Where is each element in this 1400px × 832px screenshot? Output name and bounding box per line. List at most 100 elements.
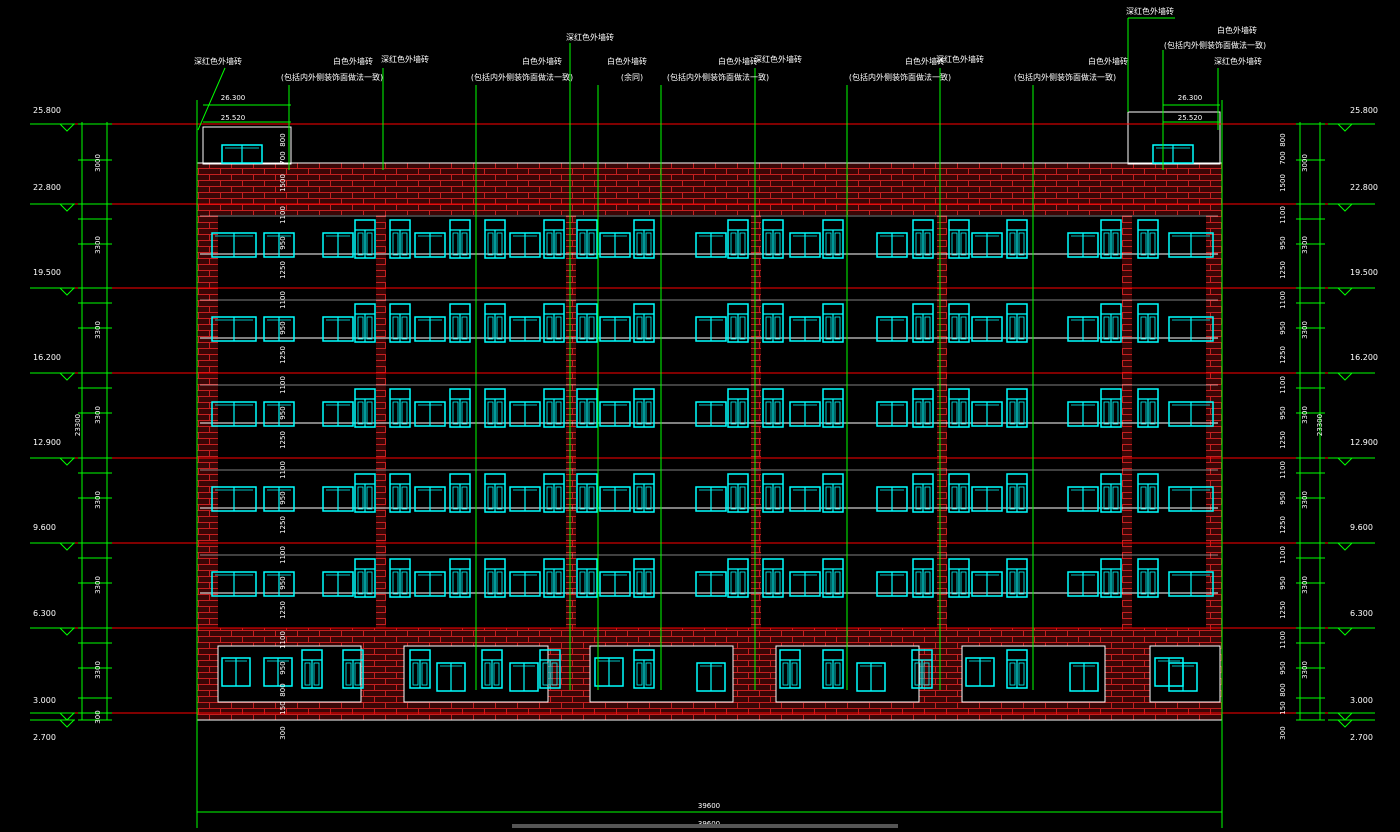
sub-dim-left: 150 [279,701,287,714]
door-leaf [924,486,931,510]
window [1067,571,1099,597]
level-label-right: 9.600 [1350,523,1373,532]
door-leaf [834,571,841,595]
material-annotation: (包括内外侧装饰面做法一致) [1014,72,1116,82]
floor-height-dim: 3300 [1301,576,1309,594]
balcony-door [727,219,749,259]
sub-dim-left: 950 [279,491,287,504]
door-leaf [782,662,789,686]
balcony-door [449,473,471,513]
parapet-dim: 700 [1279,151,1287,164]
door-leaf [739,571,746,595]
material-annotation: 白色外墙砖 [333,56,373,66]
sub-dim-left: 950 [279,576,287,589]
material-annotation: 深红色外墙砖 [1126,6,1174,16]
level-triangle-left [59,123,75,132]
window [322,401,354,427]
door-leaf [1009,401,1016,425]
balcony-door [822,473,844,513]
level-label-left: 6.300 [33,609,56,618]
door-leaf [366,486,373,510]
roof-stair-window [1152,144,1194,164]
door-leaf [1103,316,1110,340]
door-leaf [1018,486,1025,510]
door-leaf [739,486,746,510]
window [1168,571,1214,597]
balcony-door [449,388,471,428]
level-triangle-right [1337,287,1353,296]
sub-dim-left: 1250 [279,601,287,619]
sub-dim-right: 800 [1279,683,1287,696]
balcony-door [481,649,503,689]
window [695,316,727,342]
door-leaf [825,316,832,340]
door-leaf [588,486,595,510]
door-leaf [452,486,459,510]
sub-dim-left: 1100 [279,461,287,479]
balcony-door [449,219,471,259]
window [971,401,1003,427]
door-leaf [401,232,408,256]
door-leaf [645,316,652,340]
balcony-door [484,558,506,598]
door-leaf [1112,571,1119,595]
door-leaf [542,662,549,686]
sub-dim-right: 950 [1279,406,1287,419]
door-leaf [1009,232,1016,256]
door-leaf [461,486,468,510]
window [789,401,821,427]
door-leaf [392,232,399,256]
window [414,486,446,512]
balcony-door [389,388,411,428]
door-leaf [834,316,841,340]
door-leaf [825,571,832,595]
shop-opening [217,645,362,703]
door-leaf [304,662,311,686]
parapet-total-dim: 3000 [1301,154,1309,172]
material-annotation: 白色外墙砖 [905,56,945,66]
material-annotation: 深红色外墙砖 [936,54,984,64]
balcony-door [1006,219,1028,259]
balcony-door [1006,303,1028,343]
door-leaf [834,662,841,686]
level-triangle-left [59,719,75,728]
roof-mark-label: 26.300 [1178,94,1203,102]
window [221,657,251,687]
sub-dim-left: 950 [279,661,287,674]
level-label-right: 6.300 [1350,609,1373,618]
floor-height-dim: 3300 [94,406,102,424]
door-leaf [496,232,503,256]
pier-brick-strip [376,215,386,628]
door-leaf [579,232,586,256]
door-leaf [765,486,772,510]
balcony-door [762,388,784,428]
door-leaf [313,662,320,686]
door-leaf [452,571,459,595]
door-leaf [960,316,967,340]
window [599,401,631,427]
window [211,486,257,512]
sub-dim-right: 1250 [1279,516,1287,534]
door-leaf [487,401,494,425]
parapet-brick-band [197,163,1222,215]
door-leaf [774,486,781,510]
door-leaf [1018,232,1025,256]
window [876,571,908,597]
balcony-door [948,303,970,343]
window [1067,232,1099,258]
balcony-door [633,649,655,689]
level-triangle-left [59,287,75,296]
window [1168,401,1214,427]
door-leaf [951,232,958,256]
door-leaf [1140,316,1147,340]
door-leaf [645,571,652,595]
balcony-door [948,558,970,598]
side-brick-strip [1206,215,1222,628]
door-leaf [555,401,562,425]
balcony-door [633,219,655,259]
door-leaf [765,232,772,256]
balcony-door [342,649,364,689]
door-leaf [546,571,553,595]
